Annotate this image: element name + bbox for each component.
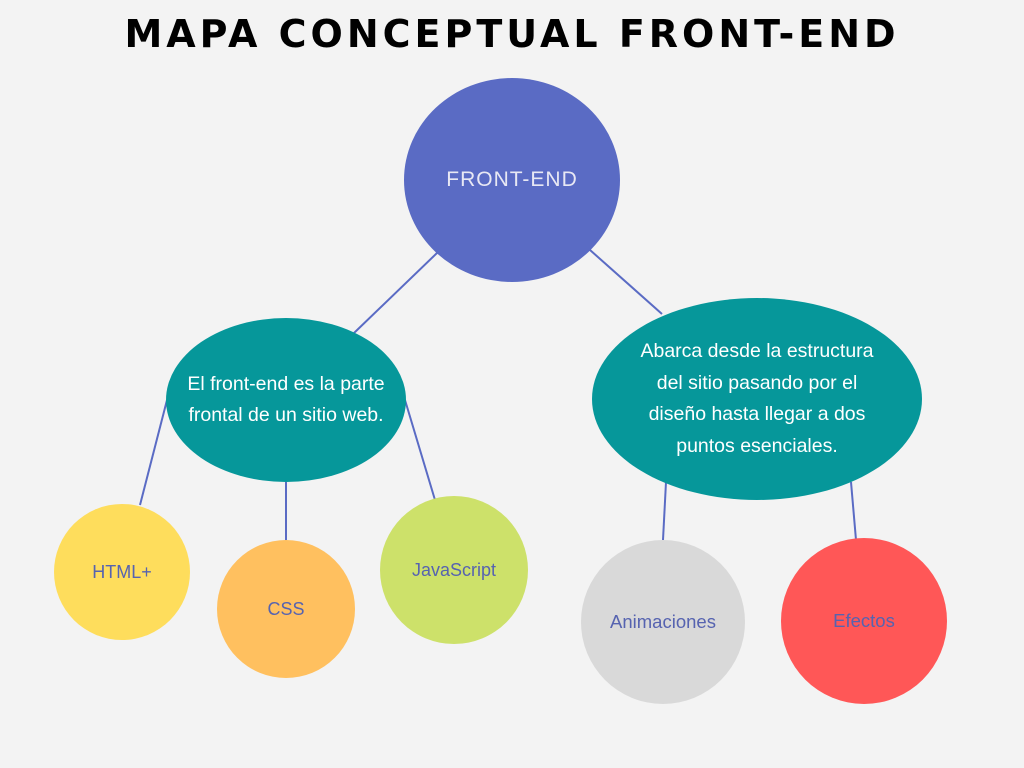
edge-scope-animaciones	[662, 481, 667, 541]
front-end-label: FRONT-END	[446, 168, 578, 191]
edge-definition-javascript	[404, 399, 436, 501]
javascript-node: JavaScript	[380, 496, 528, 644]
front-end-node: FRONT-END	[404, 78, 620, 282]
animaciones-node: Animaciones	[581, 540, 745, 704]
javascript-label: JavaScript	[411, 559, 497, 580]
html-node: HTML+	[54, 504, 190, 640]
efectos-label: Efectos	[833, 610, 895, 631]
html-label: HTML+	[92, 561, 152, 582]
edge-root-definition	[353, 252, 438, 334]
scope-label: Abarca desde la estructura del sitio pas…	[640, 340, 874, 457]
edge-scope-efectos	[850, 481, 857, 541]
animaciones-label: Animaciones	[610, 611, 716, 632]
definition-label: El front-end es la parte frontal de un s…	[187, 373, 385, 426]
edge-definition-html	[139, 399, 168, 506]
edge-root-scope	[589, 249, 663, 315]
diagram-title: MAPA CONCEPTUAL FRONT-END	[124, 12, 900, 56]
efectos-node: Efectos	[781, 538, 947, 704]
css-node: CSS	[217, 540, 355, 678]
scope-node: Abarca desde la estructura del sitio pas…	[592, 298, 922, 500]
css-label: CSS	[267, 598, 305, 619]
definition-node: El front-end es la parte frontal de un s…	[166, 318, 406, 482]
